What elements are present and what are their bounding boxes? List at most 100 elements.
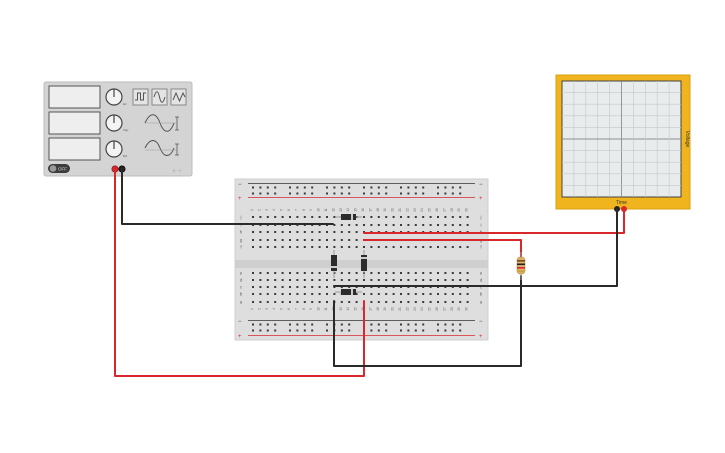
terminal-hole[interactable] [326,301,328,303]
terminal-hole[interactable] [266,231,269,233]
terminal-hole[interactable] [303,301,306,303]
terminal-hole[interactable] [407,216,410,218]
rail-hole[interactable] [348,329,351,332]
rail-hole[interactable] [289,192,291,195]
function-generator[interactable]: Hz Vpp DC OFF ⏚ ⊣ [43,81,193,177]
terminal-hole[interactable] [281,293,284,295]
terminal-hole[interactable] [370,216,373,218]
terminal-hole[interactable] [355,246,358,248]
terminal-hole[interactable] [340,239,343,241]
rail-hole[interactable] [414,186,417,189]
terminal-hole[interactable] [318,231,321,233]
rail-hole[interactable] [252,192,254,195]
terminal-hole[interactable] [466,279,469,281]
rail-hole[interactable] [259,192,262,195]
terminal-hole[interactable] [340,231,343,233]
terminal-hole[interactable] [318,239,321,241]
terminal-hole[interactable] [296,279,299,281]
rail-hole[interactable] [414,192,417,195]
terminal-hole[interactable] [311,272,314,274]
terminal-hole[interactable] [348,231,351,233]
terminal-hole[interactable] [429,246,432,248]
rail-hole[interactable] [414,329,417,332]
rail-hole[interactable] [266,329,269,332]
terminal-hole[interactable] [333,231,336,233]
terminal-hole[interactable] [274,272,277,274]
terminal-hole[interactable] [252,216,254,218]
terminal-hole[interactable] [451,293,454,295]
terminal-hole[interactable] [311,279,314,281]
terminal-hole[interactable] [363,224,365,226]
terminal-hole[interactable] [266,301,269,303]
rail-hole[interactable] [400,323,402,326]
terminal-hole[interactable] [333,239,336,241]
terminal-hole[interactable] [422,224,425,226]
rail-hole[interactable] [296,186,299,189]
terminal-hole[interactable] [385,224,388,226]
terminal-hole[interactable] [437,272,439,274]
terminal-hole[interactable] [459,293,462,295]
terminal-hole[interactable] [437,224,439,226]
terminal-hole[interactable] [422,272,425,274]
terminal-hole[interactable] [266,272,269,274]
terminal-hole[interactable] [377,293,380,295]
rail-hole[interactable] [266,186,269,189]
terminal-hole[interactable] [266,239,269,241]
terminal-hole[interactable] [392,224,395,226]
rail-hole[interactable] [340,186,343,189]
terminal-hole[interactable] [355,279,358,281]
terminal-hole[interactable] [429,293,432,295]
terminal-hole[interactable] [363,216,365,218]
rail-hole[interactable] [303,329,306,332]
diode-bottom[interactable] [335,289,362,295]
rail-hole[interactable] [459,323,462,326]
rail-hole[interactable] [252,186,254,189]
terminal-hole[interactable] [348,279,351,281]
rail-hole[interactable] [385,186,388,189]
terminal-hole[interactable] [429,216,432,218]
rail-hole[interactable] [311,323,314,326]
rail-hole[interactable] [422,192,425,195]
frequency-knob[interactable] [105,88,123,106]
terminal-hole[interactable] [407,246,410,248]
terminal-hole[interactable] [252,286,254,288]
rail-hole[interactable] [444,192,447,195]
terminal-hole[interactable] [252,239,254,241]
terminal-hole[interactable] [459,224,462,226]
terminal-hole[interactable] [437,301,439,303]
terminal-hole[interactable] [437,279,439,281]
rail-hole[interactable] [289,323,291,326]
terminal-hole[interactable] [252,231,254,233]
terminal-hole[interactable] [252,293,254,295]
terminal-hole[interactable] [303,216,306,218]
terminal-hole[interactable] [377,216,380,218]
terminal-hole[interactable] [266,286,269,288]
rail-hole[interactable] [340,329,343,332]
terminal-hole[interactable] [303,293,306,295]
rail-hole[interactable] [407,329,410,332]
terminal-hole[interactable] [466,293,469,295]
rail-hole[interactable] [437,329,439,332]
terminal-hole[interactable] [355,293,358,295]
rail-hole[interactable] [296,192,299,195]
terminal-hole[interactable] [392,216,395,218]
terminal-hole[interactable] [259,286,262,288]
wire-scope-positive-red[interactable] [363,208,625,234]
terminal-hole[interactable] [326,216,328,218]
terminal-hole[interactable] [392,279,395,281]
terminal-hole[interactable] [400,293,402,295]
terminal-hole[interactable] [414,224,417,226]
rail-hole[interactable] [451,186,454,189]
terminal-hole[interactable] [311,231,314,233]
terminal-hole[interactable] [429,301,432,303]
triangle-wave-button[interactable] [170,88,187,106]
terminal-hole[interactable] [274,286,277,288]
rail-hole[interactable] [444,186,447,189]
terminal-hole[interactable] [392,246,395,248]
terminal-hole[interactable] [414,293,417,295]
terminal-hole[interactable] [407,224,410,226]
wire-resistor-to-ground-black[interactable] [333,275,522,367]
terminal-hole[interactable] [281,239,284,241]
rail-hole[interactable] [333,192,336,195]
